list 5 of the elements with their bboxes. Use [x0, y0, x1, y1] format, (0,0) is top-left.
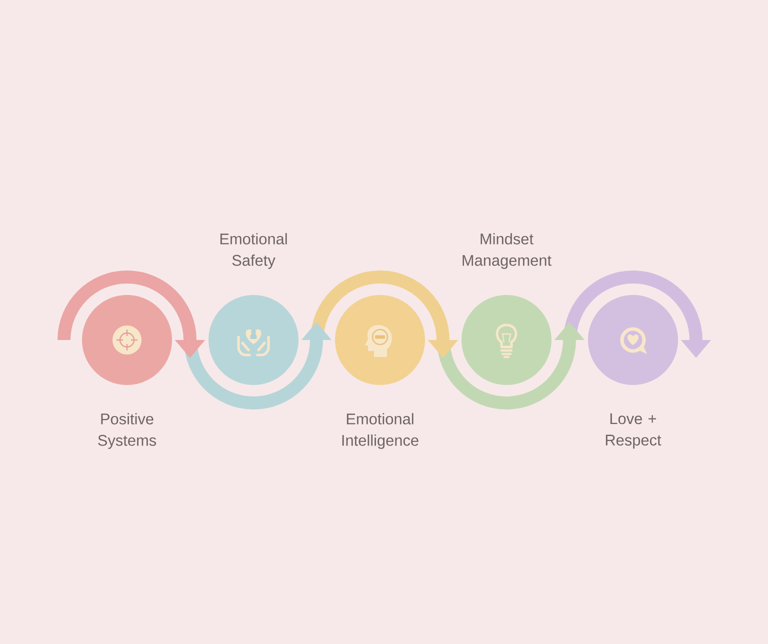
step-label: Emotional Safety — [220, 233, 287, 269]
step-label: Love + Respect — [606, 413, 662, 449]
step-label: Mindset Management — [462, 233, 552, 269]
step-label: Emotional Intelligence — [342, 413, 418, 449]
step-label: Positive Systems — [98, 413, 156, 449]
